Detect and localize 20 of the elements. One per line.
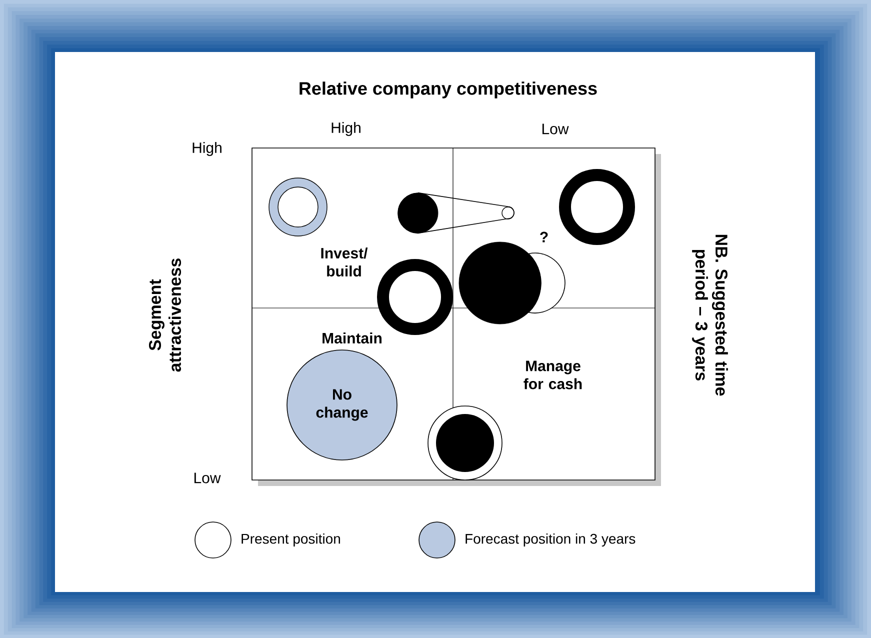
position-ring <box>559 169 635 245</box>
quadrant-label: Maintain <box>322 332 382 344</box>
position-circle <box>398 192 438 234</box>
quadrant-label: Invest/ build <box>321 248 368 276</box>
tangent-lines <box>398 192 514 234</box>
position-circle <box>428 406 502 480</box>
axis-tick-label: High <box>332 122 360 136</box>
axis-tick-label: High <box>192 142 222 156</box>
question-mark: ? <box>540 232 548 242</box>
legend-label: Present position <box>242 533 340 547</box>
axis-tick-label: Low <box>194 472 221 484</box>
chart-title: Relative company competitiveness <box>300 82 597 98</box>
position-circle <box>502 206 514 220</box>
legend-label: Forecast position in 3 years <box>466 533 636 547</box>
axis-title: Segment attractiveness <box>148 258 182 372</box>
note: NB. Suggested time period – 3 years <box>692 234 728 396</box>
quadrant-label: Manage for cash <box>524 360 582 390</box>
position-circle <box>268 178 328 236</box>
axis-tick-label: Low <box>542 124 569 134</box>
position-circle <box>458 242 542 324</box>
